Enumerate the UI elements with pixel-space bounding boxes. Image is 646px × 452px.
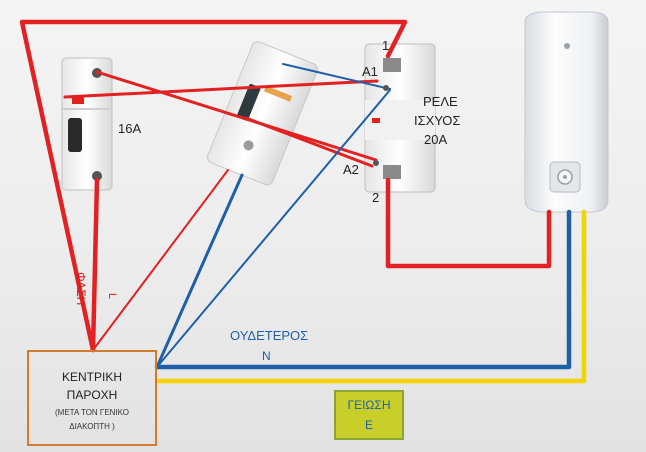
neutral-label: ΟΥΔΕΤΕΡΟΣ (230, 328, 309, 343)
terminal-a1-label: A1 (362, 64, 378, 79)
main-supply-line1: ΚΕΝΤΡΙΚΗ (61, 370, 122, 384)
neutral-wires (154, 63, 572, 370)
ground-letter-label: E (364, 418, 373, 432)
main-supply-note1: (ΜΕΤΑ ΤΟΝ ΓΕΝΙΚΟ (55, 408, 129, 417)
heater-knob-icon (564, 43, 570, 49)
phase-label: ΦΑΣΗ (74, 272, 88, 306)
power-relay (364, 43, 436, 193)
terminal-a2-label: A2 (343, 162, 359, 177)
main-supply-line2: ΠΑΡΟΧΗ (66, 388, 118, 402)
circuit-breaker (61, 57, 113, 191)
main-supply-note2: ΔΙΑΚΟΠΤΗ ) (69, 422, 115, 431)
phase-letter-label: L (106, 293, 118, 300)
breaker-rating-label: 16A (118, 121, 142, 136)
terminal-1-label: 1 (382, 38, 390, 53)
smart-switch (207, 41, 319, 186)
main-supply-box: ΚΕΝΤΡΙΚΗ ΠΑΡΟΧΗ (ΜΕΤΑ ΤΟΝ ΓΕΝΙΚΟ ΔΙΑΚΟΠΤ… (27, 350, 157, 446)
ground-wire (154, 209, 587, 384)
phase-wires (19, 19, 552, 353)
relay-rating-label: 20A (424, 132, 448, 147)
terminal-2-label: 2 (372, 190, 380, 205)
breaker-toggle-icon (68, 118, 82, 152)
terminal-a2-dot (373, 160, 379, 166)
neutral-letter-label: N (262, 349, 271, 363)
relay-subtitle-label: ΙΣΧΥΟΣ (414, 113, 461, 128)
relay-title-label: ΡΕΛΕ (423, 94, 458, 109)
ground-label: ΓΕΙΩΣΗ (347, 398, 391, 412)
ground-box: ΓΕΙΩΣΗ E (334, 390, 404, 440)
terminal-a1-dot (383, 85, 389, 91)
water-heater (524, 11, 609, 213)
abb-logo (72, 96, 84, 104)
